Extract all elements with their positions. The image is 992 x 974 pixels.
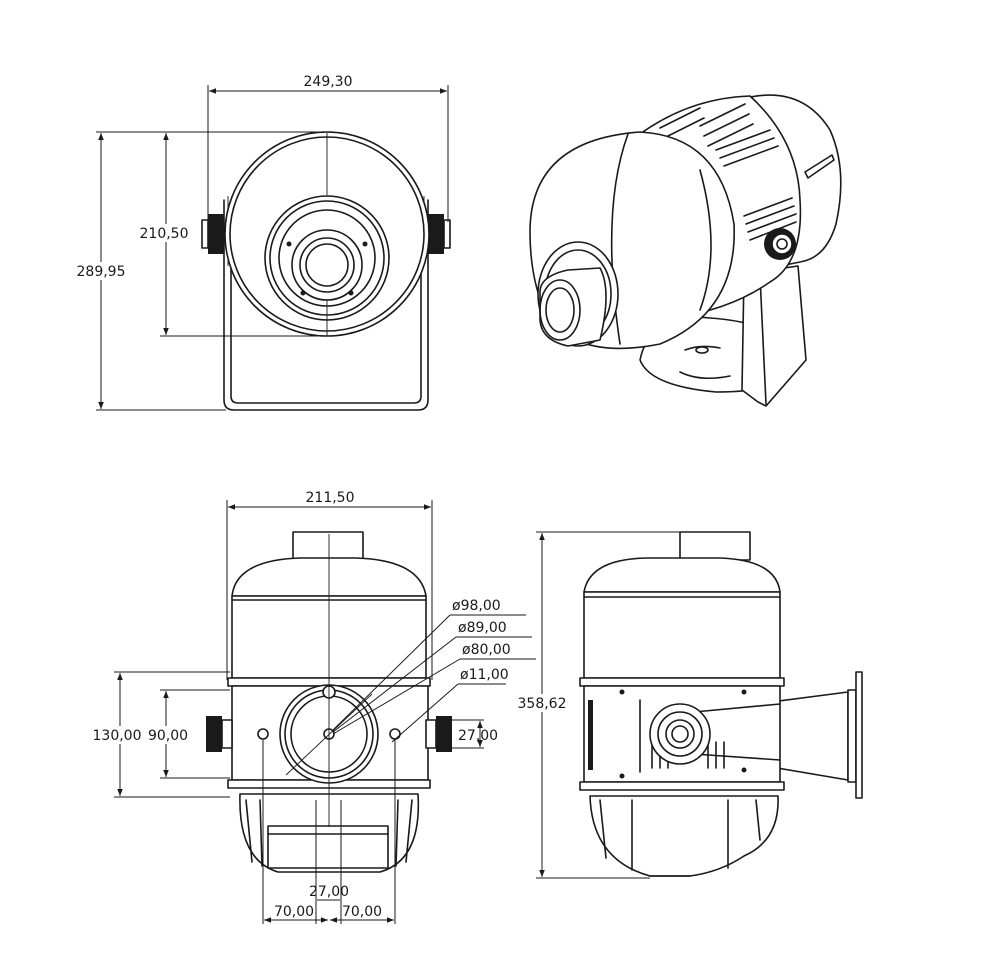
iso-knob-icon <box>764 228 796 260</box>
side-view-dimensions: 358,62 <box>512 531 750 879</box>
bottom-view <box>206 531 452 873</box>
dim-side-height: 358,62 <box>518 696 567 712</box>
dim-span-70-left: 70,00 <box>274 904 314 920</box>
front-view-dimensions: 249,30 210,50 289,95 <box>72 74 449 411</box>
dim-span-70-right: 70,00 <box>342 904 382 920</box>
bottom-left-knob-icon <box>206 716 233 752</box>
side-view <box>579 531 863 877</box>
dim-dia-11: ø11,00 <box>460 667 509 683</box>
front-view <box>201 131 451 411</box>
side-knob-icon <box>649 703 711 765</box>
isometric-view <box>529 94 842 407</box>
left-knob-icon <box>201 214 224 254</box>
dim-front-inner-height: 210,50 <box>140 226 189 242</box>
right-knob-icon <box>428 214 451 254</box>
dim-dia-80: ø80,00 <box>462 642 511 658</box>
bottom-view-dimensions: 211,50 ø98,00 ø89,00 ø80,00 ø11,00 130,0… <box>90 490 536 924</box>
dim-dia-98: ø98,00 <box>452 598 501 614</box>
dim-bottom-27: 27,00 <box>309 884 349 900</box>
dim-height-90: 90,00 <box>148 728 188 744</box>
dim-dia-89: ø89,00 <box>458 620 507 636</box>
bottom-right-knob-icon <box>425 716 452 752</box>
dim-front-total-height: 289,95 <box>77 264 126 280</box>
dim-height-130: 130,00 <box>93 728 142 744</box>
dim-bottom-width: 211,50 <box>306 490 355 506</box>
dim-front-width: 249,30 <box>304 74 353 90</box>
dim-side-27: 27,00 <box>458 728 498 744</box>
